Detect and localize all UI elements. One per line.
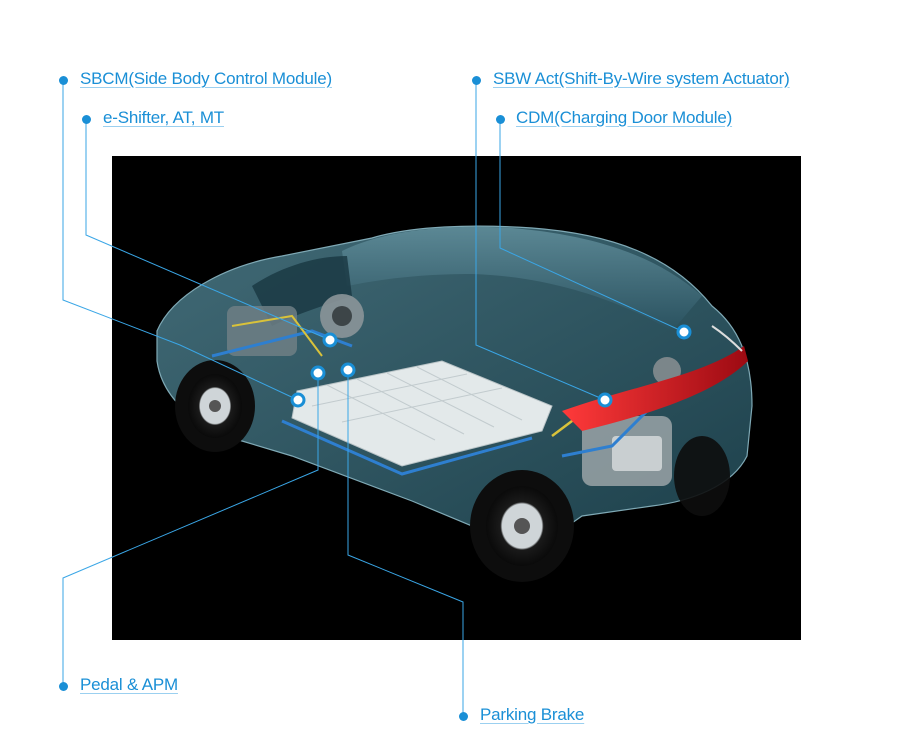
- ev-cutaway-illustration: [156, 225, 753, 582]
- rear-components: [551, 357, 681, 486]
- cdm-marker[interactable]: [676, 324, 692, 340]
- battery-pack: [291, 360, 553, 467]
- pedal-leader: [62, 373, 319, 686]
- parking-bullet-icon: [459, 712, 468, 721]
- parking-leader: [347, 370, 464, 716]
- rear-right-wheel: [674, 436, 730, 516]
- sbw-bullet-icon: [472, 76, 481, 85]
- sbw-leader: [475, 80, 606, 401]
- tail-light: [562, 346, 748, 431]
- pedal-marker[interactable]: [310, 365, 326, 381]
- pedal-label[interactable]: Pedal & APM: [80, 675, 178, 694]
- pedal-bullet-icon: [59, 682, 68, 691]
- sbw-marker[interactable]: [597, 392, 613, 408]
- eshifter-leader: [85, 120, 331, 341]
- front-wheel: [175, 360, 255, 452]
- vehicle-photo: [112, 156, 801, 640]
- sbcm-marker[interactable]: [290, 392, 306, 408]
- car-roof: [342, 226, 702, 331]
- sbcm-leader: [62, 80, 299, 401]
- cdm-label[interactable]: CDM(Charging Door Module): [516, 108, 733, 127]
- hv-cable: [281, 419, 533, 476]
- sbcm-bullet-icon: [59, 76, 68, 85]
- eshifter-bullet-icon: [82, 115, 91, 124]
- battery-cells: [311, 366, 523, 441]
- front-components: [211, 294, 364, 358]
- sbcm-label[interactable]: SBCM(Side Body Control Module): [80, 69, 332, 88]
- cdm-bullet-icon: [496, 115, 505, 124]
- eshifter-marker[interactable]: [322, 332, 338, 348]
- eshifter-label[interactable]: e-Shifter, AT, MT: [103, 108, 224, 127]
- rear-wheel: [470, 470, 574, 582]
- parking-marker[interactable]: [340, 362, 356, 378]
- parking-label[interactable]: Parking Brake: [480, 705, 585, 724]
- sbw-label[interactable]: SBW Act(Shift-By-Wire system Actuator): [493, 69, 790, 88]
- cdm-leader: [499, 120, 685, 333]
